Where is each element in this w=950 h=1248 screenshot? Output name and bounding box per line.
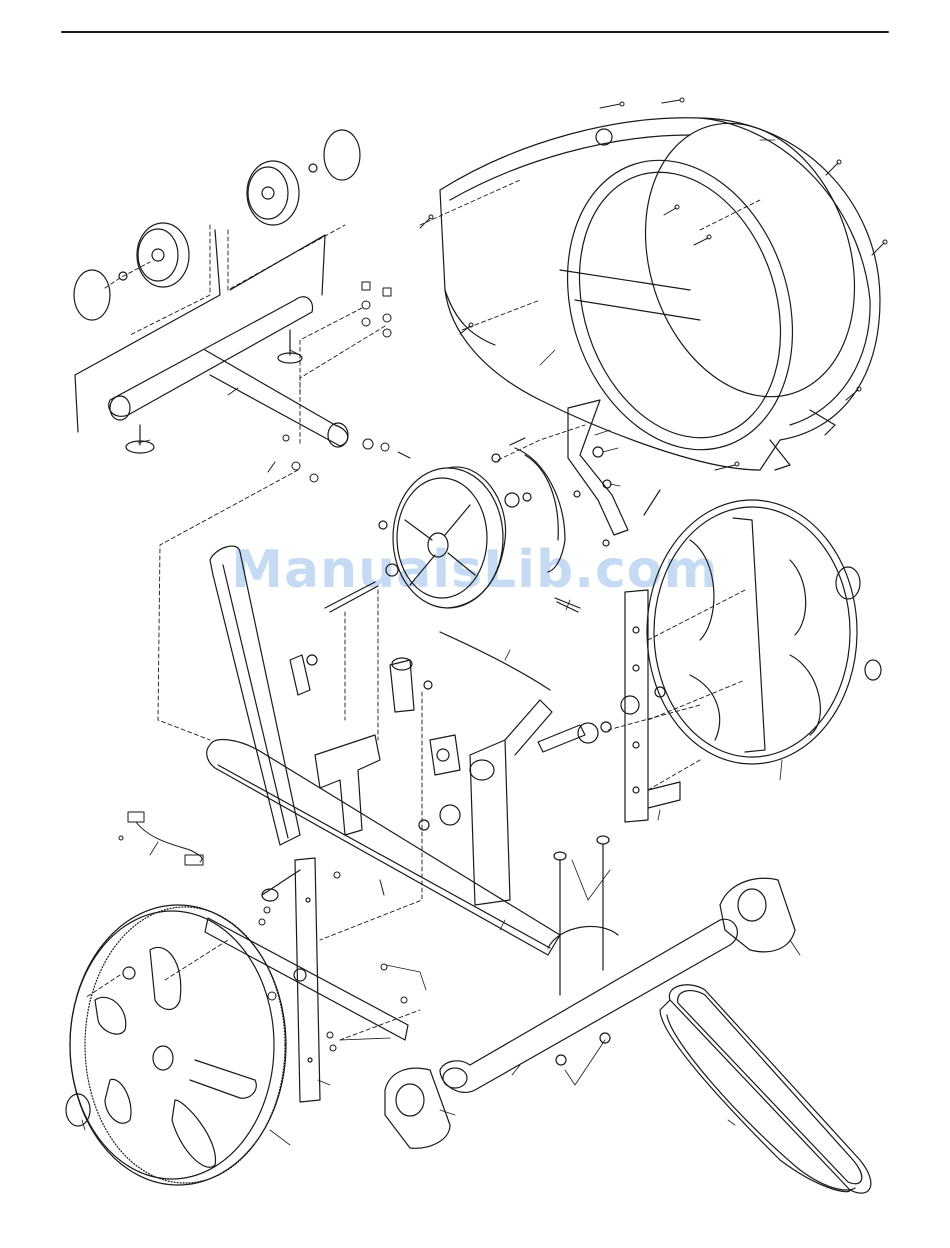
assembly-guide-lines [85,180,760,1040]
flywheel-axle [325,521,398,612]
leveler-hardware [268,282,410,482]
flywheel [393,467,506,608]
rear-fasteners [259,872,407,1051]
wire-harness [119,812,203,865]
outer-shield [440,96,888,479]
belt [660,985,871,1193]
tension-cable [440,632,550,690]
crank-arm [568,400,660,546]
crank-bracket [621,590,680,822]
wheels [74,130,360,320]
rear-disk [66,905,286,1185]
front-stabilizer [75,230,348,453]
callout-leaders [82,140,800,1145]
inner-shield [647,500,881,764]
